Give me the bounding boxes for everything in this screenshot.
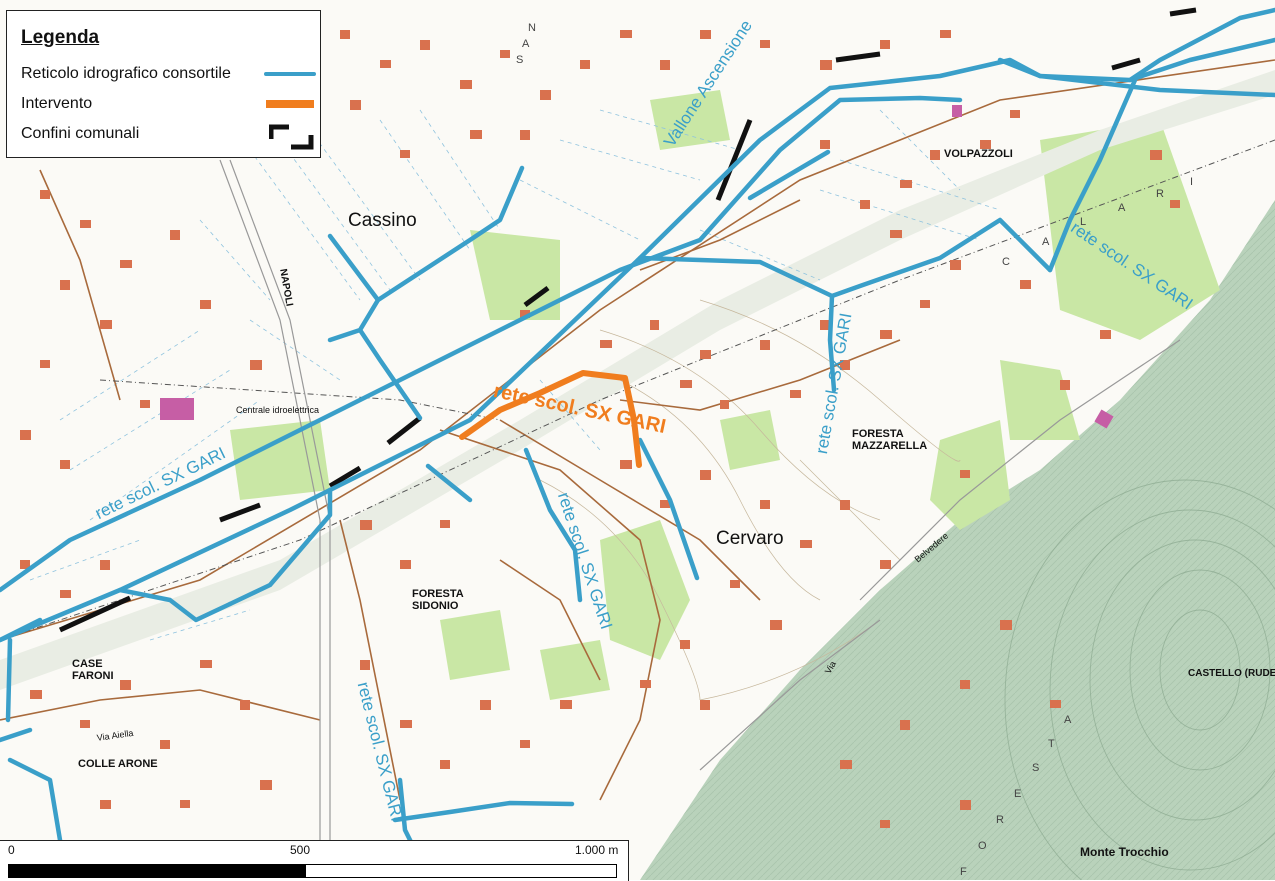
- scale-bar: 0 500 1.000 m: [0, 840, 629, 881]
- municipal-boundaries: [58, 7, 1197, 633]
- road-letter: A: [1118, 202, 1126, 214]
- road-letter: O: [978, 840, 987, 852]
- road-letter: I: [1190, 176, 1194, 188]
- locality-label: Monte Trocchio: [1080, 845, 1169, 859]
- locality-label: FORESTA SIDONIO: [412, 588, 464, 612]
- legend-item-reticolo: Reticolo idrografico consortile: [21, 65, 231, 82]
- buildings: [20, 30, 1180, 828]
- map-legend: Legenda Reticolo idrografico consortile …: [6, 10, 321, 158]
- reticolo-idrografico: [0, 7, 1275, 853]
- road-letter: T: [1048, 738, 1055, 750]
- minor-roads: [219, 159, 1181, 880]
- legend-boundary-icon: [269, 124, 314, 150]
- road-letter: L: [1080, 216, 1087, 228]
- road-letter: S: [516, 54, 524, 66]
- locality-label: CASE FARONI: [72, 658, 114, 682]
- road-letter: A: [1042, 236, 1050, 248]
- legend-blue-line-icon: [264, 72, 316, 76]
- road-letter: C: [1002, 256, 1010, 268]
- road-letter: N: [528, 22, 536, 34]
- legend-orange-line-icon: [266, 100, 314, 108]
- special-buildings: [160, 105, 1114, 429]
- scale-segment-black: [8, 864, 306, 878]
- place-label-cassino: Cassino: [348, 210, 417, 231]
- legend-item-intervento: Intervento: [21, 95, 93, 112]
- locality-label: COLLE ARONE: [78, 758, 158, 770]
- road-letter: A: [1064, 714, 1072, 726]
- locality-label: Centrale idroelettrica: [236, 405, 320, 415]
- vegetation: [230, 90, 1220, 700]
- road-letter: A: [522, 38, 530, 50]
- scale-tick-500: 500: [290, 843, 311, 857]
- road-letter: F: [960, 866, 967, 878]
- road-letter: E: [1014, 788, 1022, 800]
- locality-label: FORESTA MAZZARELLA: [852, 428, 928, 452]
- road-letter: R: [996, 814, 1004, 826]
- road-letter: S: [1032, 762, 1040, 774]
- locality-label: CASTELLO (RUDE: [1188, 668, 1275, 679]
- locality-label: VOLPAZZOLI: [944, 148, 1013, 160]
- drainage-network: [29, 109, 1001, 641]
- legend-item-confini: Confini comunali: [21, 125, 140, 142]
- place-label-cervaro: Cervaro: [716, 528, 784, 549]
- legend-title: Legenda: [21, 27, 100, 48]
- scale-tick-0: 0: [8, 843, 15, 857]
- scale-tick-1000: 1.000 m: [575, 843, 619, 857]
- railway: [0, 139, 1275, 641]
- mountain-contours: [1004, 479, 1275, 880]
- scale-segment-white: [305, 864, 617, 878]
- road-letter: R: [1156, 188, 1164, 200]
- roads: [0, 59, 1275, 801]
- intervento-line: [459, 370, 642, 468]
